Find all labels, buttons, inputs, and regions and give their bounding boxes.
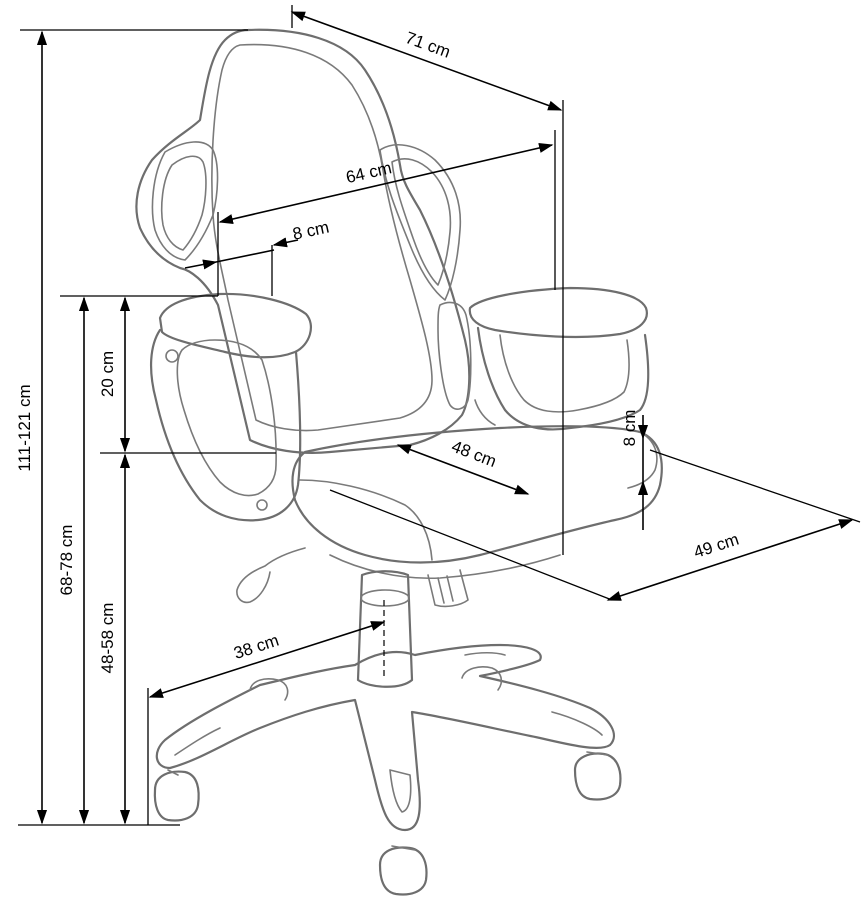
base-back-arm-groove: [464, 651, 506, 656]
dim-bolster-span: [215, 249, 275, 263]
tilt-lever: [236, 547, 306, 604]
gas-lift-cover: [356, 570, 414, 688]
right-armrest-frame-inner: [499, 334, 630, 413]
mechanism-knob: [427, 569, 469, 608]
caster-front: [378, 845, 428, 896]
backrest-center-panel: [211, 43, 433, 432]
dimension-lines: [18, 5, 861, 826]
base-star: [155, 643, 615, 832]
label-side-bolster: 8 cm: [291, 217, 331, 243]
caster-left: [153, 769, 200, 822]
right-armrest-frame: [476, 326, 650, 431]
base-left-arm-groove: [174, 727, 221, 756]
left-armrest-frame-inner: [176, 339, 277, 497]
label-total-height: 111-121 cm: [15, 384, 34, 471]
dim-backrest-width: [218, 143, 554, 224]
caster-right: [573, 751, 622, 801]
dim-bolster-left: [184, 259, 218, 270]
label-seat-height: 48-58 cm: [98, 603, 117, 674]
right-armrest-pad: [468, 286, 648, 339]
backrest-left-wing-inner: [160, 155, 207, 251]
label-armrest-height: 68-78 cm: [57, 525, 76, 596]
base-front-arm-groove: [389, 769, 412, 813]
label-back-above-arm: 20 cm: [98, 351, 117, 397]
dim-base-radius: [148, 621, 386, 698]
right-armrest-bracket: [474, 399, 496, 426]
seat-underside: [329, 554, 561, 580]
seat-cushion: [291, 425, 663, 564]
backrest-left-wing: [151, 141, 219, 261]
caster-back-right: [461, 666, 503, 691]
dim-bolster-right: [272, 237, 299, 248]
knob-ridge: [446, 575, 454, 602]
left-armrest-bolt-lower: [256, 499, 268, 511]
dimension-labels: 111-121 cm 68-78 cm 48-58 cm 20 cm 71 cm…: [15, 28, 741, 673]
ext-49-left: [329, 489, 613, 601]
label-seat-width: 49 cm: [691, 530, 741, 562]
knob-ridge: [437, 577, 445, 604]
left-armrest-bolt: [165, 349, 179, 363]
dim-seat-width: [606, 519, 854, 601]
seat-cushion-front: [627, 431, 658, 489]
seat-cushion-side: [299, 479, 433, 561]
dim-overall-width: [290, 11, 563, 111]
label-seat-depth: 48 cm: [449, 437, 499, 471]
left-armrest-frame: [149, 328, 302, 522]
ext-49-right: [649, 449, 861, 523]
base-right-arm-groove: [551, 711, 603, 736]
lumbar-pad: [437, 301, 472, 410]
label-seat-cushion: 8 cm: [620, 410, 639, 447]
dim-seat-depth: [396, 444, 530, 495]
left-armrest-pad: [158, 292, 312, 359]
gas-lift-top: [360, 589, 410, 607]
chair-illustration: [135, 28, 663, 896]
label-overall-width: 71 cm: [403, 28, 453, 62]
